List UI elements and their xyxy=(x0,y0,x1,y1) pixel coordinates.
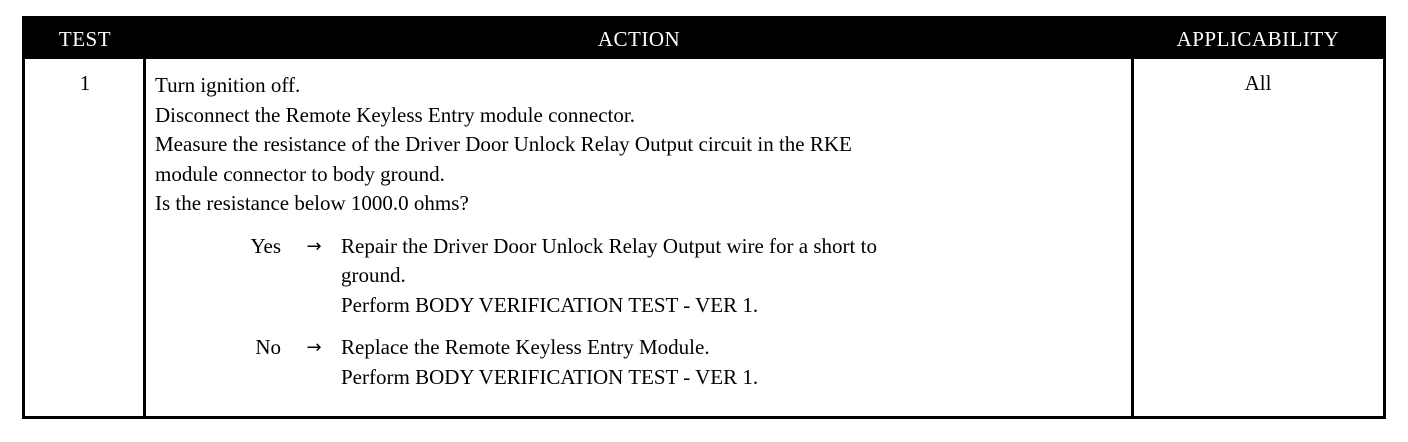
answer-text: Repair the Driver Door Unlock Relay Outp… xyxy=(323,232,1127,321)
applicability-value: All xyxy=(1244,71,1272,95)
answer-label: Yes xyxy=(250,233,281,258)
header-action: ACTION xyxy=(597,27,681,51)
action-step: Disconnect the Remote Keyless Entry modu… xyxy=(155,102,635,127)
answer-line: Repair the Driver Door Unlock Relay Outp… xyxy=(341,233,877,258)
column-divider xyxy=(143,59,146,416)
action-step: module connector to body ground. xyxy=(155,161,445,186)
test-number: 1 xyxy=(79,71,91,95)
header-applicability: APPLICABILITY xyxy=(1176,27,1340,51)
arrow-right-icon: → xyxy=(306,235,322,257)
answer-label: No xyxy=(255,335,281,359)
answer-no: No → Replace the Remote Keyless Entry Mo… xyxy=(155,333,1127,392)
table-header-row: TEST ACTION APPLICABILITY xyxy=(25,19,1383,59)
header-test: TEST xyxy=(58,27,112,51)
answer-line: Perform BODY VERIFICATION TEST - VER 1. xyxy=(341,364,759,389)
answer-line: Replace the Remote Keyless Entry Module. xyxy=(341,335,710,359)
answer-line: ground. xyxy=(341,263,406,287)
action-step: Is the resistance below 1000.0 ohms? xyxy=(155,191,469,215)
column-divider xyxy=(1131,59,1134,416)
action-step: Turn ignition off. xyxy=(155,73,301,97)
action-step: Measure the resistance of the Driver Doo… xyxy=(155,132,852,156)
answer-line: Perform BODY VERIFICATION TEST - VER 1. xyxy=(341,292,759,317)
diagnostic-test-table: TEST ACTION APPLICABILITY 1 Turn ignitio… xyxy=(22,16,1386,419)
answer-yes: Yes → Repair the Driver Door Unlock Rela… xyxy=(155,232,1127,321)
answer-text: Replace the Remote Keyless Entry Module.… xyxy=(323,333,1127,392)
answer-list: Yes → Repair the Driver Door Unlock Rela… xyxy=(155,232,1127,393)
arrow-right-icon: → xyxy=(306,337,322,358)
action-cell: Turn ignition off. Disconnect the Remote… xyxy=(155,71,1127,405)
